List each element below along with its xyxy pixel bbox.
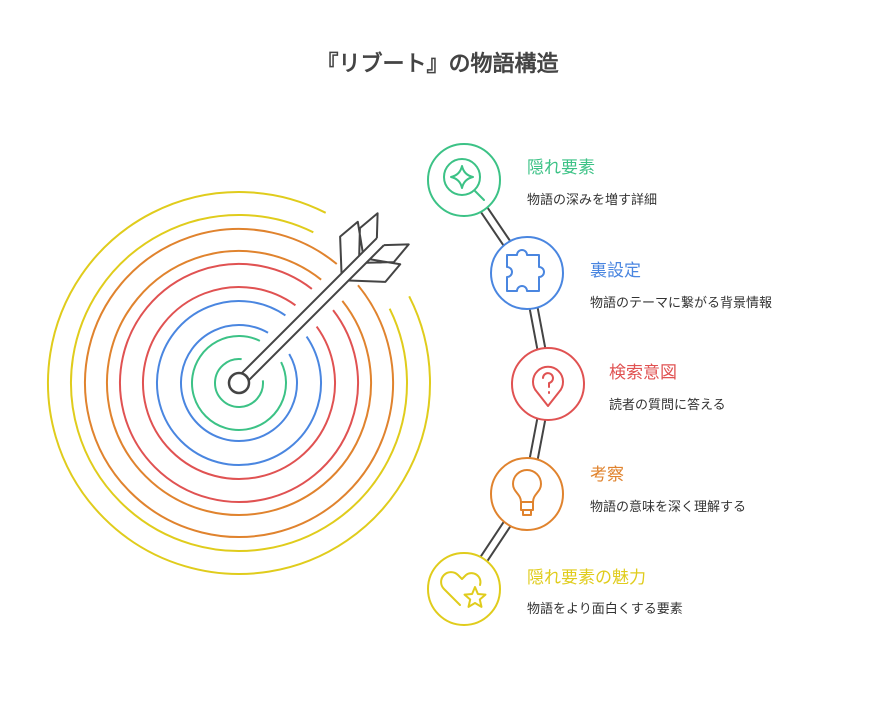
item-desc-appeal: 物語をより面白くする要素: [527, 602, 683, 617]
item-desc-backstory: 物語のテーマに繋がる背景情報: [590, 296, 773, 311]
node-circle-hidden-elements: [427, 143, 501, 217]
star-icon: [463, 586, 487, 608]
target-ring: [70, 214, 408, 552]
target-ring: [47, 191, 431, 575]
item-label-appeal: 隠れ要素の魅力: [527, 568, 646, 588]
arrow-shaft: [234, 237, 385, 388]
item-label-hidden-elements: 隠れ要素: [527, 158, 595, 178]
target-ring: [180, 324, 298, 442]
node-circle-backstory: [490, 236, 564, 310]
question-mark-icon: [542, 372, 554, 394]
item-label-analysis: 考察: [590, 465, 624, 485]
node-circle-appeal: [427, 552, 501, 626]
item-desc-analysis: 物語の意味を深く理解する: [590, 500, 747, 515]
target-ring: [84, 228, 394, 538]
target-ring: [191, 335, 287, 431]
target-ring: [106, 250, 372, 516]
arrow-fletching: [339, 212, 410, 283]
heart-icon: [440, 571, 482, 606]
location-pin-icon: [532, 365, 564, 407]
target-ring: [119, 263, 359, 503]
target-ring: [214, 358, 264, 408]
arrow-tip: [227, 371, 251, 395]
item-desc-search-intent: 読者の質問に答える: [609, 398, 726, 413]
magnifier-icon: [443, 158, 481, 196]
diagram-title: 『リブート』の物語構造: [316, 52, 559, 77]
lightbulb-icon: [512, 469, 542, 516]
item-label-search-intent: 検索意図: [609, 363, 677, 383]
node-circle-analysis: [490, 457, 564, 531]
target-ring: [142, 286, 336, 480]
puzzle-icon: [506, 249, 545, 292]
item-label-backstory: 裏設定: [590, 261, 641, 281]
sparkle-icon: [450, 165, 485, 201]
item-desc-hidden-elements: 物語の深みを増す詳細: [527, 193, 658, 208]
target-ring: [156, 300, 322, 466]
